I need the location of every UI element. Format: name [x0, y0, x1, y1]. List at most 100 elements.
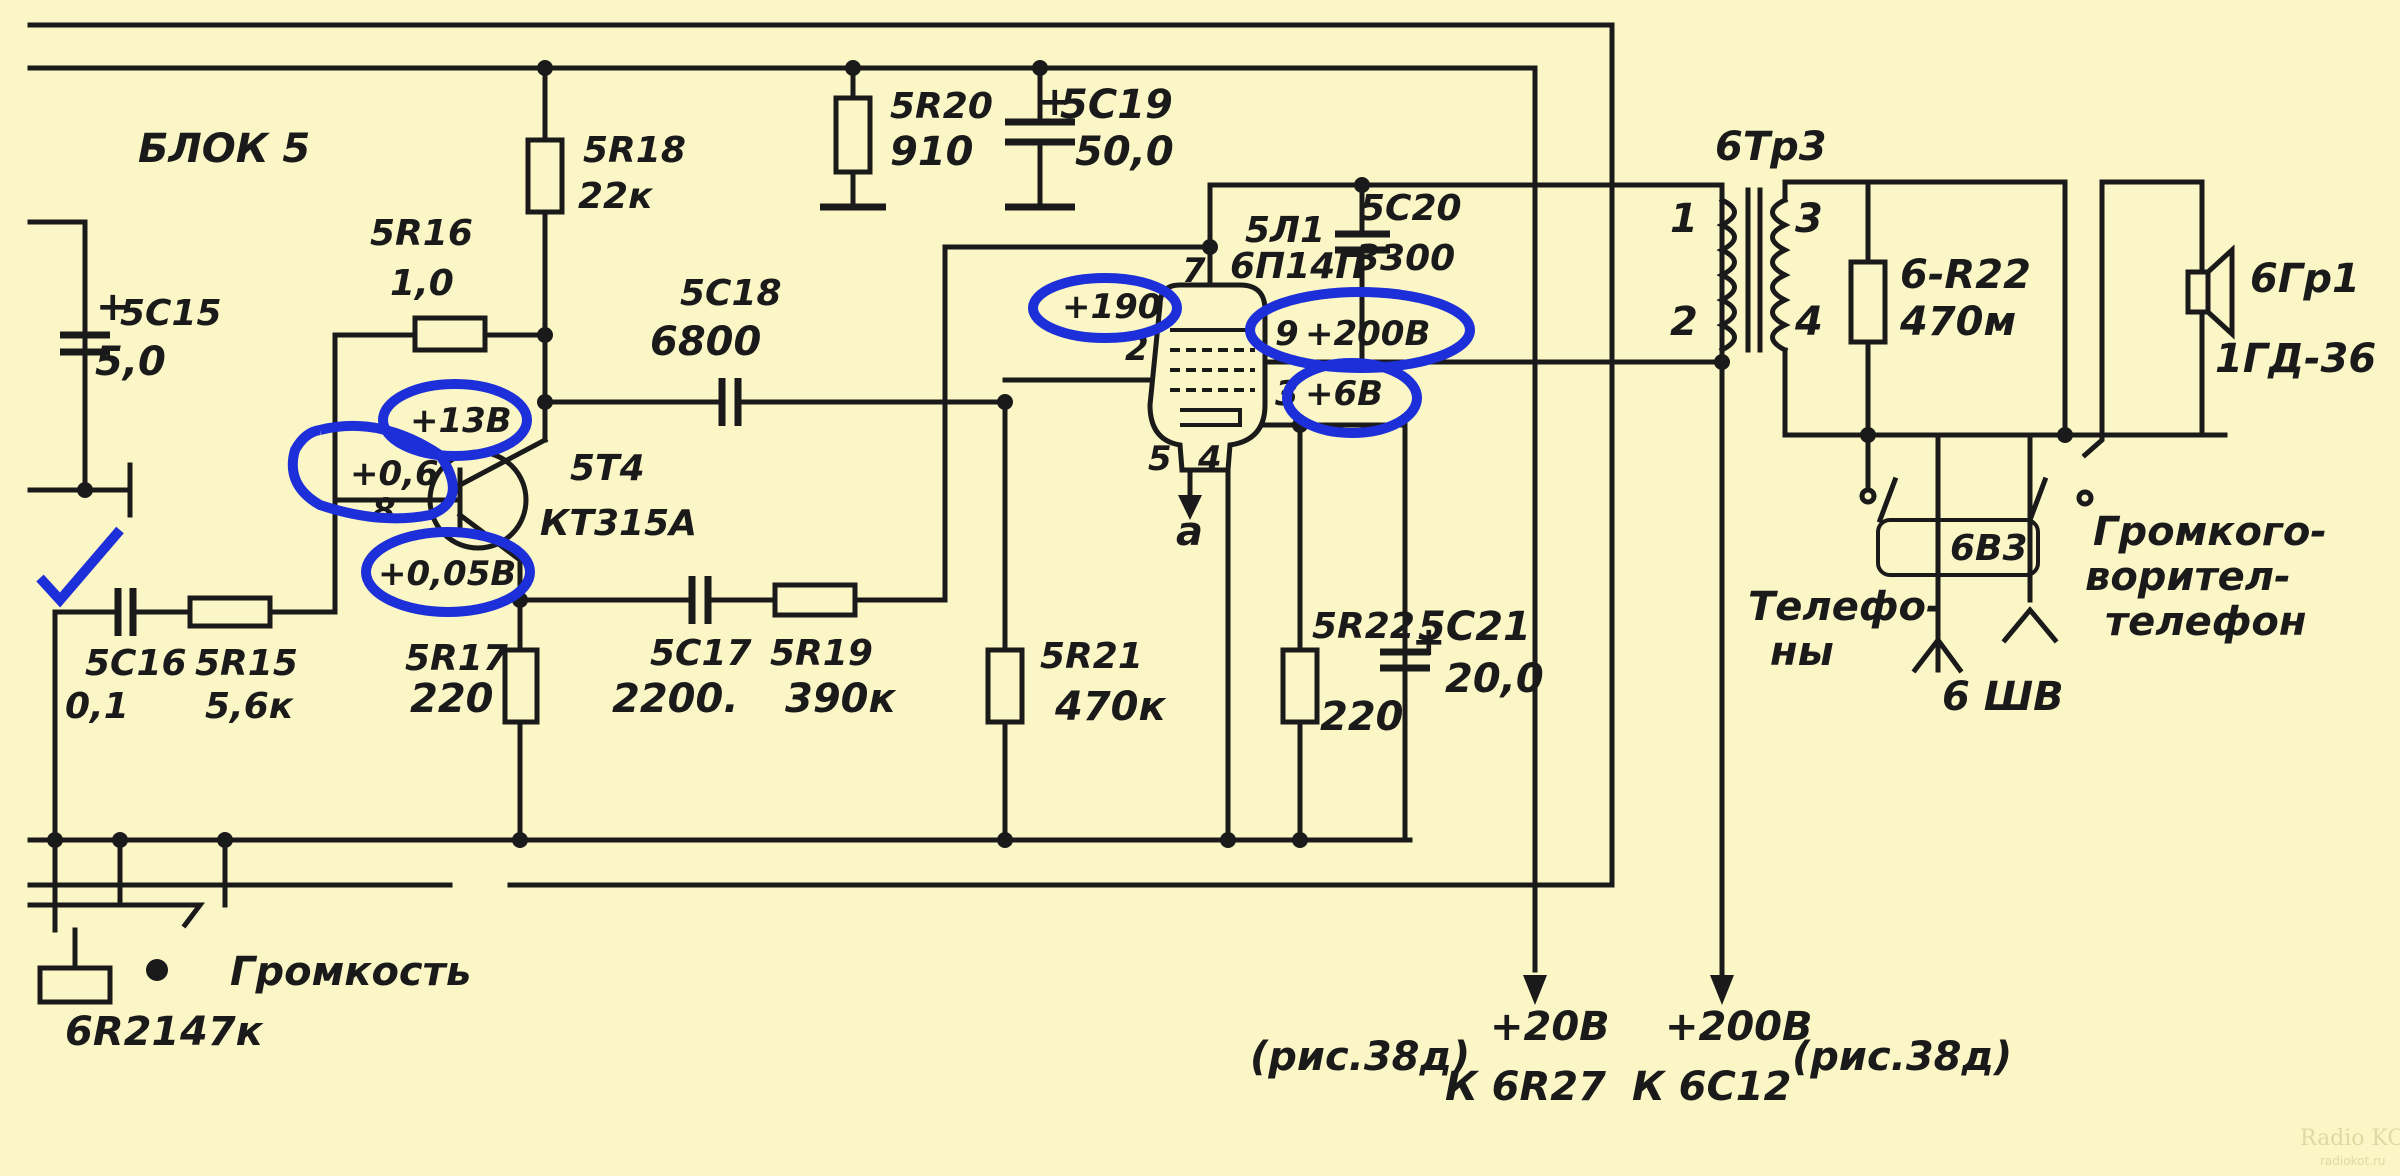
switch-label-loud-3: телефон	[2105, 599, 2307, 645]
label-5r21-value: 470к	[1054, 684, 1166, 730]
switch-label-phones-1: Телефо-	[1748, 584, 1943, 630]
resistor-5r18	[525, 137, 565, 215]
resistor-6r22	[1848, 259, 1888, 345]
output-1-ref-note: (рис.38д)	[1250, 1034, 1470, 1080]
label-6r21-value: 47к	[179, 1009, 264, 1055]
annotation-circle-collector	[378, 379, 532, 461]
tube-stage	[985, 182, 1725, 843]
switch-label-phones-2: ны	[1770, 629, 1834, 675]
resistor-5r17	[502, 647, 540, 725]
output-arrows	[1523, 975, 1734, 1005]
polarity-plus-c21: +	[1412, 619, 1446, 665]
supply-filter	[820, 65, 1075, 211]
voltage-transistor-base: +0,6	[350, 454, 439, 494]
tube-pin-9: 9	[1275, 314, 1299, 354]
volume-label: Громкость	[230, 949, 471, 995]
voltage-transistor-collector: +13В	[410, 401, 512, 441]
label-5r16-value: 1,0	[390, 263, 454, 304]
label-5r22-ref: 5R22	[1312, 606, 1415, 647]
annotation-circle-grid	[1028, 273, 1182, 343]
label-5l1-value: 6П14П	[1230, 246, 1365, 287]
output-2-voltage: +200В	[1665, 1004, 1813, 1050]
block-title: БЛОК 5	[138, 126, 310, 172]
tube-pin-7: 7	[1182, 251, 1206, 291]
bus-wires	[27, 22, 1725, 988]
watermark: Radio KOT radiokot.ru	[2300, 1126, 2400, 1168]
switch-6v3	[1876, 518, 2040, 577]
label-5c20-ref: 5C20	[1360, 188, 1462, 229]
output-stage	[1716, 179, 2235, 674]
speaker-6gr1	[2185, 269, 2211, 315]
annotation-circle-cathode	[1282, 358, 1422, 438]
label-5c19-value: 50,0	[1075, 129, 1174, 175]
watermark-url: radiokot.ru	[2320, 1154, 2386, 1168]
watermark-logo: Radio KOT	[2300, 1126, 2400, 1151]
label-5r22-value: 220	[1320, 694, 1404, 740]
output-2-ref-note: (рис.38д)	[1792, 1034, 2012, 1080]
label-6r22-ref: 6-R22	[1900, 252, 2031, 298]
label-5r15-value: 5,6к	[205, 686, 295, 727]
label-5c21-ref: 5C21	[1418, 604, 1531, 650]
label-5c19-ref: 5C19	[1060, 82, 1173, 128]
label-6shv: 6 ШВ	[1942, 674, 2064, 720]
resistor-5r21	[985, 647, 1025, 725]
label-5r19-ref: 5R19	[770, 633, 873, 674]
label-5r17-ref: 5R17	[405, 638, 508, 679]
annotation-circle-emitter	[361, 527, 535, 617]
label-5r18-value: 22к	[578, 176, 654, 217]
label-5r20-value: 910	[890, 129, 974, 175]
voltage-annotations: +13В +0,6 8 +0,05В +190 +200В +6В	[36, 273, 1475, 617]
output-1-dest: К 6R27	[1445, 1064, 1606, 1110]
resistor-5r22	[1280, 647, 1320, 725]
voltage-tube-cathode: +6В	[1305, 374, 1383, 414]
label-5c18-ref: 5C18	[680, 273, 782, 314]
label-6r22-value: 470м	[1899, 299, 2016, 345]
annotation-circle-base	[287, 420, 458, 524]
label-5r16-ref: 5R16	[370, 213, 473, 254]
label-5r20-ref: 5R20	[890, 86, 993, 127]
resistor-5r16	[412, 315, 488, 353]
input-network	[27, 297, 418, 1005]
label-5c16-value: 0,1	[65, 686, 129, 727]
pot-switch-dot	[146, 959, 168, 981]
label-5c20-value: 3300	[1355, 238, 1455, 279]
polarity-plus: +	[96, 284, 130, 330]
label-6gr1-value: 1ГД-36	[2215, 336, 2376, 382]
transformer-pin-3: 3	[1795, 196, 1823, 242]
label-5l1-ref: 5Л1	[1245, 210, 1325, 251]
base-pin-number: 8	[372, 491, 396, 531]
resistor-5r15	[187, 595, 273, 629]
label-5c21-value: 20,0	[1445, 656, 1544, 702]
label-5r19-value: 390к	[785, 676, 896, 722]
checkmark-icon	[36, 526, 124, 608]
label-5c15-ref: 5C15	[120, 293, 222, 334]
label-6v3: 6В3	[1950, 528, 2028, 569]
potentiometer-6r21	[37, 965, 113, 1005]
label-5c16-ref: 5C16	[85, 643, 187, 684]
transformer-pin-2: 2	[1670, 299, 1698, 345]
voltage-tube-plate: +200В	[1305, 314, 1430, 354]
tube-pin-4: 4	[1197, 439, 1222, 479]
output-2-dest: К 6С12	[1632, 1064, 1791, 1110]
transformer-primary	[1716, 196, 1737, 354]
label-5c17-value: 2200.	[612, 676, 739, 722]
label-5t4-ref: 5T4	[570, 448, 645, 489]
voltage-tube-grid: +190	[1062, 287, 1161, 327]
label-5r17-value: 220	[410, 676, 494, 722]
label-5r18-ref: 5R18	[583, 130, 686, 171]
label-6gr1-ref: 6Гр1	[2250, 256, 2360, 302]
transformer-secondary	[1770, 196, 1791, 354]
label-5r15-ref: 5R15	[195, 643, 298, 684]
junction-dots	[47, 60, 1730, 848]
polarity-plus-c19: +	[1038, 79, 1072, 125]
tube-pin-5: 5	[1148, 439, 1172, 479]
voltage-transistor-emitter: +0,05В	[378, 554, 516, 594]
switch-label-loud-1: Громкого-	[2093, 509, 2327, 555]
label-5c15-value: 5,0	[95, 339, 166, 385]
output-1-voltage: +20В	[1490, 1004, 1610, 1050]
transformer-pin-4: 4	[1794, 299, 1823, 345]
label-6r21-ref: 6R21	[65, 1009, 179, 1055]
tube-5l1	[1147, 282, 1268, 473]
label-6tr3: 6Тр3	[1715, 124, 1827, 170]
